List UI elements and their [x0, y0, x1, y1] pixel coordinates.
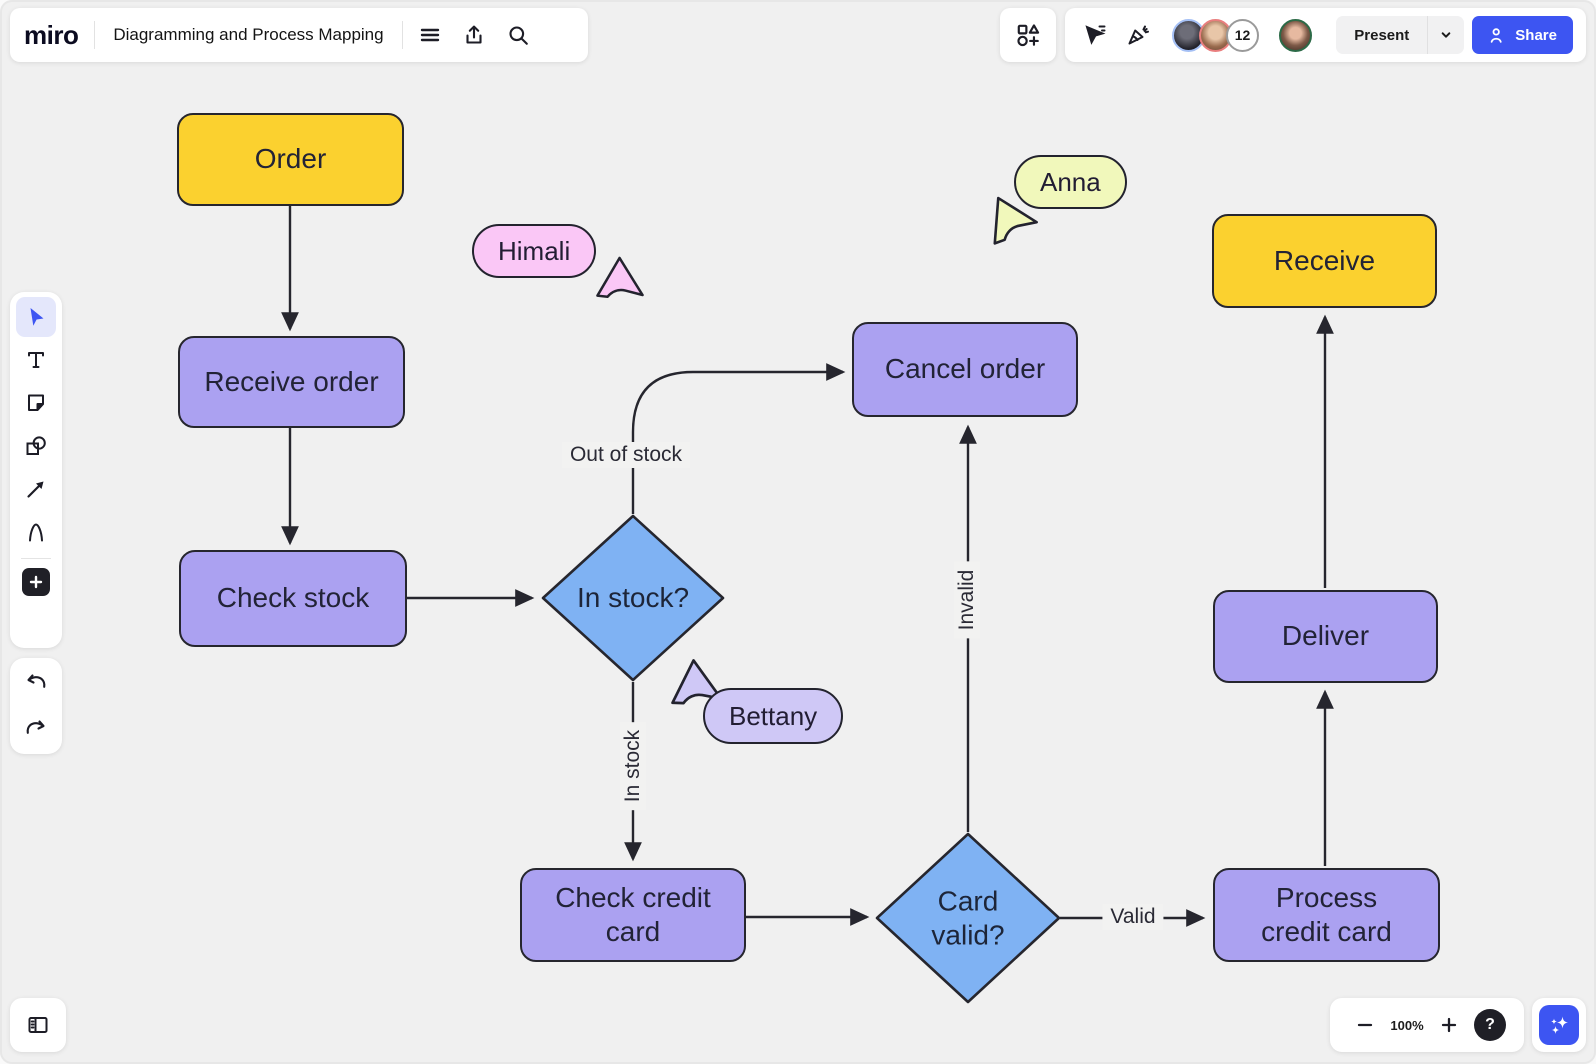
- search-button[interactable]: [501, 18, 535, 52]
- ai-assistant-button[interactable]: [1539, 1005, 1579, 1045]
- in-stock-diamond[interactable]: [541, 514, 725, 682]
- export-button[interactable]: [457, 18, 491, 52]
- edge-label-out-of-stock[interactable]: Out of stock: [561, 442, 691, 468]
- shapes-picker-panel: [1000, 8, 1056, 62]
- frames-panel-button[interactable]: [21, 1008, 55, 1042]
- redo-button[interactable]: [16, 709, 56, 749]
- zoom-controls: 100% ?: [1330, 998, 1524, 1052]
- present-button[interactable]: Present: [1336, 16, 1465, 54]
- add-more-tools-button[interactable]: [22, 568, 50, 596]
- cursor-pointer-icon: [993, 196, 1038, 245]
- connector-arrow-icon: [27, 481, 44, 498]
- export-icon: [466, 25, 482, 44]
- menu-icon: [420, 28, 439, 42]
- node-check-stock[interactable]: Check stock: [179, 550, 407, 647]
- edge-label-in-stock[interactable]: In stock: [620, 721, 646, 811]
- frames-panel-icon: [28, 1017, 48, 1033]
- redo-icon: [26, 720, 45, 734]
- divider: [21, 558, 51, 559]
- text-icon: [28, 352, 44, 368]
- follow-cursor-icon: [1085, 25, 1106, 45]
- node-receive-order[interactable]: Receive order: [178, 336, 405, 428]
- divider: [94, 21, 96, 49]
- miro-logo[interactable]: miro: [24, 19, 79, 50]
- plus-icon: [29, 575, 43, 589]
- cursor-pointer-icon: [596, 256, 644, 299]
- search-icon: [509, 26, 528, 45]
- zoom-out-button[interactable]: [1348, 1008, 1382, 1042]
- top-right-toolbar: 12 Present Share: [1065, 8, 1586, 62]
- avatar-overflow-count[interactable]: 12: [1226, 18, 1259, 52]
- card-valid-diamond[interactable]: [875, 832, 1061, 1004]
- collaborator-name-pill: Himali: [472, 224, 597, 278]
- edge-label-invalid[interactable]: Invalid: [954, 561, 980, 639]
- history-toolbar: [10, 658, 62, 754]
- divider: [1427, 16, 1429, 54]
- board-title[interactable]: Diagramming and Process Mapping: [113, 25, 384, 44]
- zoom-level[interactable]: 100%: [1390, 1017, 1424, 1033]
- select-tool[interactable]: [16, 297, 56, 337]
- node-receive[interactable]: Receive: [1212, 214, 1437, 308]
- help-button[interactable]: ?: [1474, 1009, 1506, 1041]
- node-process-credit-card[interactable]: Process credit card: [1213, 868, 1440, 962]
- edge-label-valid[interactable]: Valid: [1102, 904, 1164, 930]
- undo-icon: [27, 674, 46, 688]
- zoom-out-icon: [1357, 1023, 1373, 1027]
- node-check-credit-card[interactable]: Check credit card: [520, 868, 746, 962]
- connector-tool[interactable]: [16, 469, 56, 509]
- collaborator-name-pill: Bettany: [703, 688, 844, 744]
- present-options-button[interactable]: [1428, 25, 1464, 45]
- text-tool[interactable]: [16, 340, 56, 380]
- avatar[interactable]: [1279, 18, 1312, 52]
- node-order[interactable]: Order: [177, 113, 404, 206]
- share-button[interactable]: Share: [1472, 16, 1573, 54]
- reactions-button[interactable]: [1120, 18, 1154, 52]
- shapes-tool[interactable]: [16, 426, 56, 466]
- top-left-toolbar: miro Diagramming and Process Mapping: [10, 8, 588, 62]
- pen-icon: [29, 523, 43, 542]
- select-cursor-icon: [30, 308, 44, 326]
- present-label: Present: [1354, 26, 1410, 44]
- divider: [401, 21, 403, 49]
- node-cancel-order[interactable]: Cancel order: [852, 322, 1078, 417]
- ai-sparkles-icon: [1551, 1016, 1568, 1034]
- frames-panel: [10, 998, 66, 1052]
- collaborator-avatars: 12: [1172, 18, 1259, 52]
- follow-button[interactable]: [1078, 18, 1112, 52]
- node-deliver[interactable]: Deliver: [1213, 590, 1438, 683]
- zoom-in-icon: [1441, 1017, 1457, 1033]
- creation-toolbar: [10, 292, 62, 648]
- share-label: Share: [1515, 26, 1557, 44]
- person-icon: [1491, 28, 1502, 43]
- shapes-grid-icon: [1017, 24, 1040, 47]
- chevron-down-icon: [1441, 32, 1451, 38]
- shapes-picker-button[interactable]: [1011, 18, 1045, 52]
- collaborator-name-pill: Anna: [1014, 155, 1127, 209]
- reactions-icon: [1128, 25, 1149, 45]
- zoom-in-button[interactable]: [1432, 1008, 1466, 1042]
- sticky-note-tool[interactable]: [16, 383, 56, 423]
- undo-button[interactable]: [16, 663, 56, 703]
- sticky-note-icon: [28, 394, 44, 411]
- menu-button[interactable]: [413, 18, 447, 52]
- edge-out-of-stock-cancel-order[interactable]: [631, 363, 846, 514]
- ai-assistant-panel: [1532, 998, 1586, 1052]
- shapes-icon: [26, 436, 46, 455]
- pen-tool[interactable]: [16, 512, 56, 552]
- help-icon: ?: [1485, 1016, 1495, 1033]
